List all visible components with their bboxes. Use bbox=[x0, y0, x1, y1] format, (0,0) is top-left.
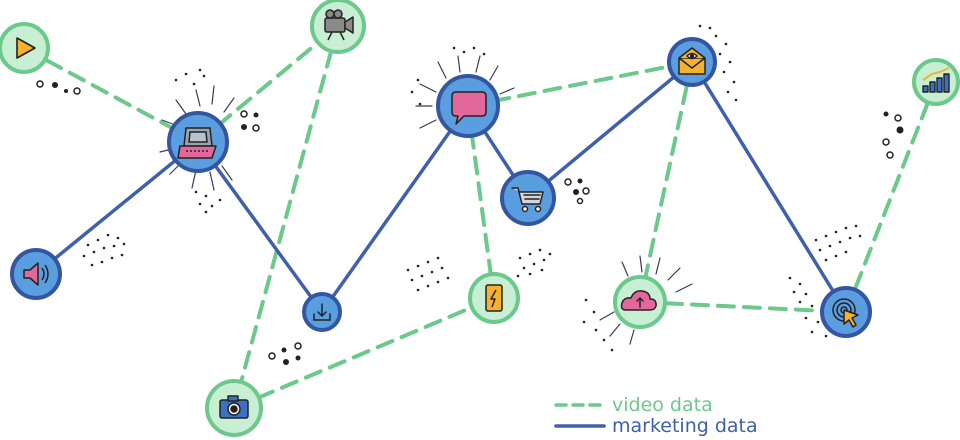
dot-cluster bbox=[582, 298, 614, 352]
play-node bbox=[0, 22, 50, 74]
play-icon bbox=[16, 37, 36, 59]
dot-decorations bbox=[36, 24, 904, 365]
phone-node bbox=[468, 272, 520, 324]
cart-node bbox=[500, 170, 556, 226]
dot-cluster bbox=[814, 224, 862, 262]
laptop-node bbox=[167, 111, 229, 173]
cursor-node bbox=[820, 286, 872, 338]
download-node bbox=[302, 292, 342, 332]
legend-label-video: video data bbox=[612, 394, 713, 416]
shopping-cart-icon bbox=[511, 187, 544, 213]
dot-cluster bbox=[268, 342, 302, 365]
marketing-data-links bbox=[34, 60, 848, 314]
dot-cluster bbox=[698, 24, 738, 102]
legend-item-video: video data bbox=[554, 394, 713, 416]
click-cursor-icon bbox=[832, 298, 859, 328]
link-cart-mail bbox=[526, 60, 694, 200]
dot-cluster bbox=[240, 110, 260, 132]
video-camera-node bbox=[310, 0, 366, 54]
link-cursor-stats bbox=[844, 80, 938, 314]
sparkle-lines bbox=[159, 55, 693, 345]
chat-sparkles bbox=[415, 55, 515, 129]
dot-cluster bbox=[882, 111, 904, 159]
camera-icon bbox=[219, 395, 249, 419]
link-download-chat bbox=[320, 104, 470, 314]
cloud-sparkles bbox=[599, 255, 693, 345]
speaker-icon bbox=[23, 262, 49, 286]
chat-node bbox=[436, 74, 500, 138]
dot-cluster bbox=[410, 46, 486, 106]
link-mail-cursor bbox=[690, 60, 848, 314]
dot-cluster bbox=[174, 68, 206, 86]
video-camera-icon bbox=[324, 9, 354, 41]
download-icon bbox=[313, 303, 331, 321]
smartphone-icon bbox=[485, 284, 503, 312]
link-videocam-camera bbox=[232, 24, 340, 410]
chat-bubble-icon bbox=[451, 91, 487, 125]
link-cloud-cursor bbox=[638, 300, 848, 314]
link-chat-mail bbox=[466, 60, 694, 108]
dot-cluster bbox=[82, 233, 126, 267]
camera-node bbox=[205, 379, 263, 437]
bar-chart-icon bbox=[922, 67, 950, 93]
dot-cluster bbox=[406, 256, 450, 292]
dot-cluster bbox=[788, 276, 828, 338]
legend: video data marketing data bbox=[554, 394, 758, 437]
dot-cluster bbox=[36, 80, 81, 95]
link-laptop-download bbox=[196, 140, 324, 314]
cloud-node bbox=[613, 275, 667, 329]
speaker-node bbox=[10, 248, 62, 300]
dot-cluster bbox=[194, 190, 222, 214]
stats-node bbox=[912, 58, 960, 106]
cloud-upload-icon bbox=[620, 290, 657, 311]
laptop-sparkles bbox=[159, 85, 235, 191]
dot-cluster bbox=[516, 248, 552, 278]
legend-item-marketing: marketing data bbox=[554, 415, 758, 437]
laptop-icon bbox=[177, 127, 217, 159]
mail-node bbox=[667, 37, 717, 87]
dot-cluster bbox=[564, 178, 590, 205]
envelope-icon bbox=[678, 47, 706, 75]
legend-label-marketing: marketing data bbox=[612, 415, 758, 437]
link-chat-phone bbox=[466, 104, 496, 300]
link-play-laptop bbox=[22, 46, 200, 144]
link-mail-cloud bbox=[638, 60, 694, 304]
link-camera-phone bbox=[232, 296, 496, 410]
link-speaker-laptop bbox=[34, 140, 200, 276]
